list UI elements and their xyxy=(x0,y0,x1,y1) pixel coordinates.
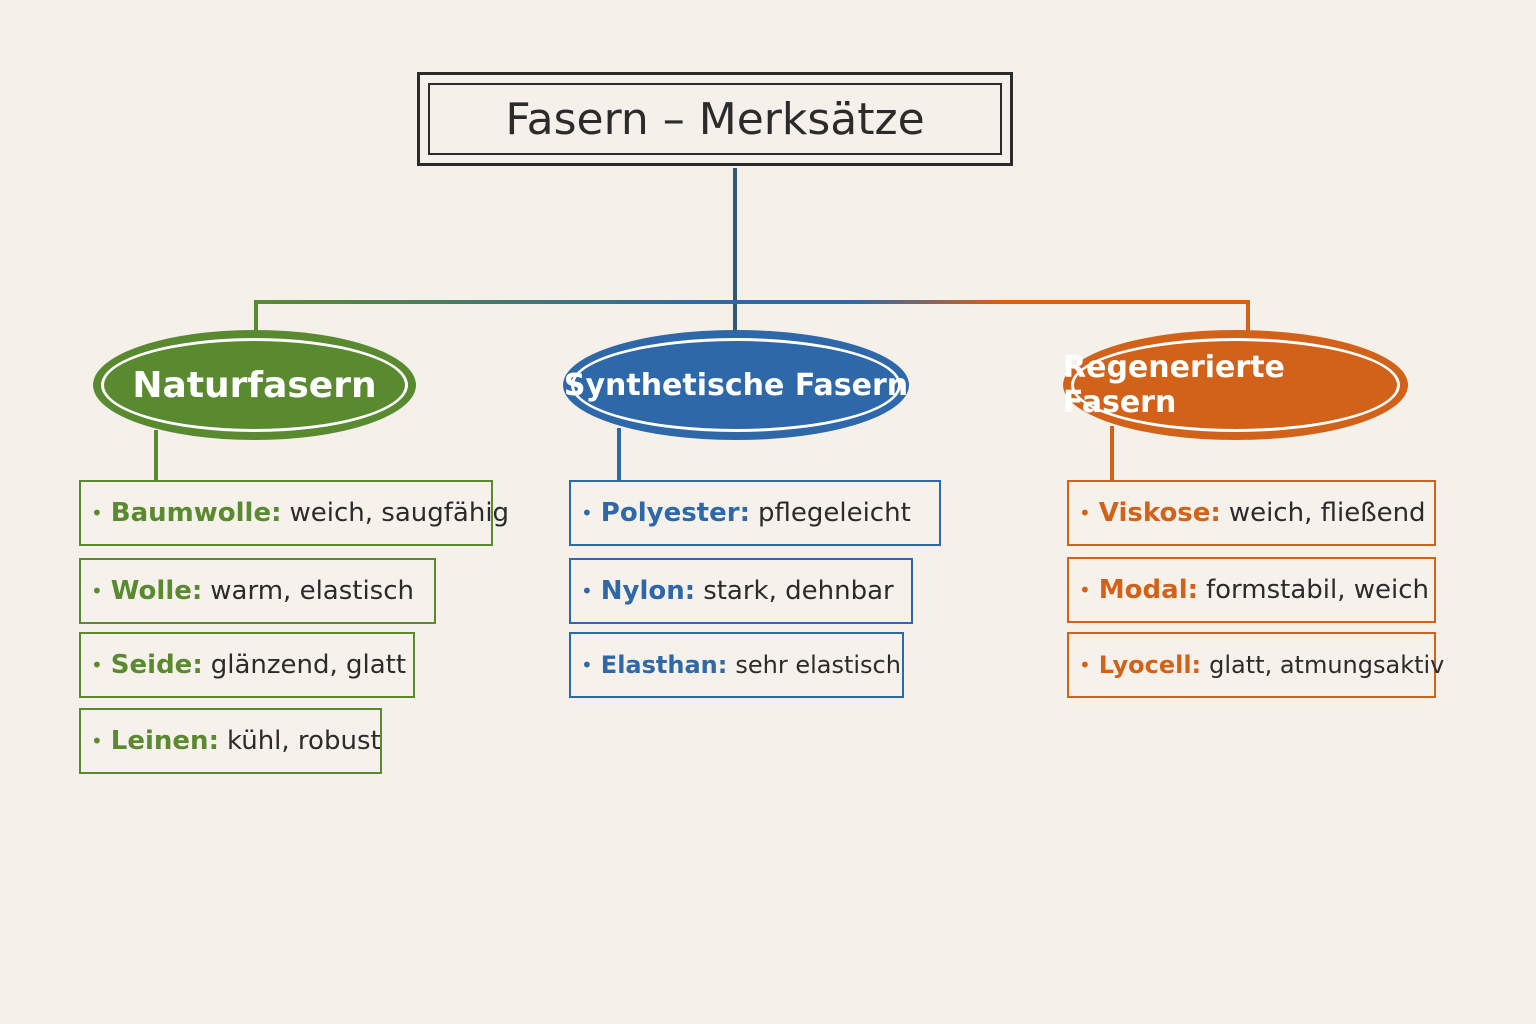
category-synthetische-fasern: Synthetische Fasern xyxy=(563,330,909,440)
category-label: Synthetische Fasern xyxy=(563,367,909,403)
fiber-item: •Polyester:pflegeleicht xyxy=(569,480,941,546)
fiber-name: Leinen: xyxy=(110,726,219,756)
category-label: Naturfasern xyxy=(132,364,377,406)
fiber-item: •Seide:glänzend, glatt xyxy=(79,632,415,698)
fiber-name: Seide: xyxy=(110,650,203,680)
fiber-description: stark, dehnbar xyxy=(703,576,894,606)
title-box: Fasern – Merksätze xyxy=(417,72,1013,166)
fiber-name: Lyocell: xyxy=(1098,651,1202,679)
fiber-description: sehr elastisch xyxy=(735,651,901,679)
fiber-description: formstabil, weich xyxy=(1206,575,1430,605)
fiber-item: •Wolle:warm, elastisch xyxy=(79,558,436,624)
fiber-item: •Leinen:kühl, robust xyxy=(79,708,382,774)
fiber-description: warm, elastisch xyxy=(210,576,415,606)
fiber-name: Elasthan: xyxy=(600,651,728,679)
fiber-item: •Lyocell:glatt, atmungsaktiv xyxy=(1067,632,1444,698)
fiber-item: •Nylon:stark, dehnbar xyxy=(569,558,913,624)
page-title: Fasern – Merksätze xyxy=(505,93,925,145)
fiber-name: Viskose: xyxy=(1098,498,1221,528)
fiber-description: weich, saugfähig xyxy=(289,498,510,528)
fiber-description: glatt, atmungsaktiv xyxy=(1209,651,1445,679)
fiber-description: pflegeleicht xyxy=(757,498,911,528)
category-naturfasern: Naturfasern xyxy=(93,330,416,440)
category-label: Regenerierte Fasern xyxy=(1063,350,1285,420)
fiber-description: kühl, robust xyxy=(226,726,381,756)
fiber-name: Wolle: xyxy=(110,576,203,606)
fiber-name: Polyester: xyxy=(600,498,750,528)
fiber-item: •Baumwolle:weich, saugfähig xyxy=(79,480,509,546)
fiber-name: Modal: xyxy=(1098,575,1198,605)
fiber-item: •Viskose:weich, fließend xyxy=(1067,480,1436,546)
fiber-description: weich, fließend xyxy=(1228,498,1426,528)
fiber-item: •Elasthan:sehr elastisch xyxy=(569,632,904,698)
fiber-name: Nylon: xyxy=(600,576,696,606)
category-regenerierte-fasern: Regenerierte Fasern xyxy=(1063,330,1408,440)
fiber-description: glänzend, glatt xyxy=(210,650,407,680)
fiber-item: •Modal:formstabil, weich xyxy=(1067,557,1436,623)
fiber-name: Baumwolle: xyxy=(110,498,282,528)
